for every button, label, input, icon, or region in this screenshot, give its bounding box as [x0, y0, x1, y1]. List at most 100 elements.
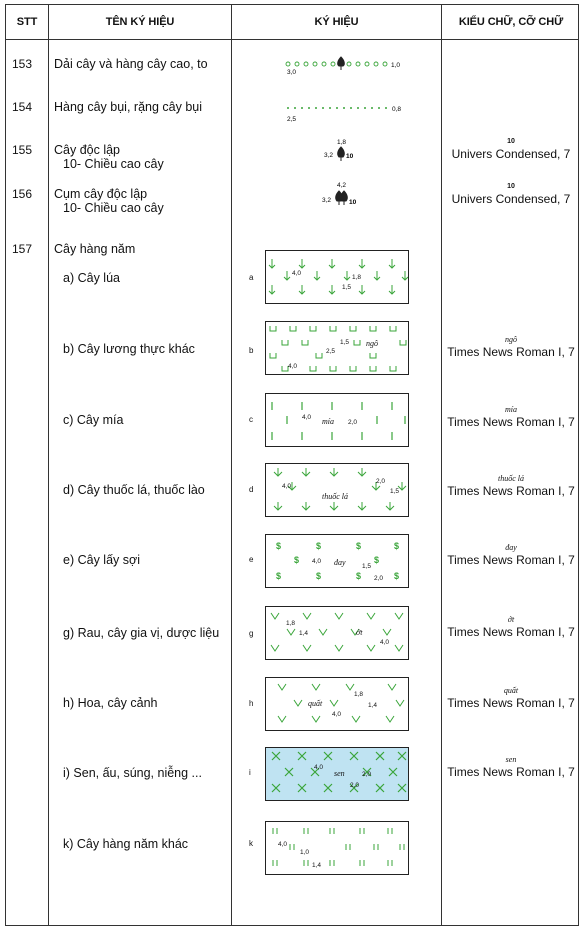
dim-label: 10 — [346, 153, 354, 160]
font-spec: đay Times News Roman I, 7 — [442, 543, 580, 567]
svg-text:$: $ — [356, 571, 361, 581]
dim-label: 0,8 — [392, 106, 401, 113]
dim-label: 2,5 — [326, 348, 335, 355]
dim-label: 1,4 — [368, 702, 377, 709]
dim-label: 1,8 — [286, 620, 295, 627]
dim-label: 2,0 — [362, 771, 371, 778]
dim-label: 1,4 — [312, 862, 321, 869]
font-spec: thuốc lá Times News Roman I, 7 — [442, 474, 580, 498]
dim-label: 4,0 — [288, 363, 297, 370]
header-font: KIỂU CHỮ, CỠ CHỮ — [458, 16, 564, 28]
row-name: Cây độc lập — [54, 143, 121, 157]
subrow-label: e) Cây lấy sợi — [63, 553, 140, 567]
font-spec: 10 Univers Condensed, 7 — [442, 182, 580, 206]
row-name: Hàng cây bụi, rặng cây bụi — [54, 100, 203, 114]
font-sample: sen — [505, 755, 517, 764]
flower-symbol: quất 1,8 1,4 4,0 — [265, 677, 409, 731]
svg-text:$: $ — [394, 541, 399, 551]
dim-label: 4,0 — [380, 639, 389, 646]
font-name: Univers Condensed, 7 — [451, 147, 571, 161]
row-number: 154 — [12, 100, 33, 114]
single-tree-symbol: 1,8 3,2 10 — [324, 139, 354, 161]
dim-label: 1,8 — [354, 691, 363, 698]
font-spec: sen Times News Roman I, 7 — [442, 755, 580, 779]
dim-label: 3,2 — [322, 197, 331, 204]
vegetable-symbol: ớt 1,8 1,4 4,0 — [265, 606, 409, 660]
sugarcane-symbol: mía 4,0 2,0 — [265, 393, 409, 447]
rice-symbol: 4,0 1,8 1,5 — [265, 250, 409, 304]
column-divider — [48, 5, 49, 925]
font-sample: 10 — [507, 183, 515, 190]
subrow-label: a) Cây lúa — [63, 271, 120, 285]
dim-label: 4,0 — [278, 841, 287, 848]
font-sample: 10 — [507, 138, 515, 145]
subrow-label: c) Cây mía — [63, 413, 124, 427]
dim-label: 1,0 — [300, 849, 309, 856]
dim-label: 4,0 — [332, 711, 341, 718]
header-stt: STT — [16, 16, 38, 28]
header-name: TÊN KÝ HIỆU — [105, 16, 175, 28]
symbol-text: ớt — [356, 628, 363, 637]
symbol-text: thuốc lá — [322, 492, 348, 501]
svg-text:$: $ — [356, 541, 361, 551]
font-spec: ngô Times News Roman I, 7 — [442, 335, 580, 359]
dim-label: 4,0 — [314, 764, 323, 771]
header-symbol: KÝ HIỆU — [314, 16, 359, 28]
subrow-label: d) Cây thuốc lá, thuốc lào — [63, 483, 205, 497]
shrub-row-symbol: 2,5 0,8 — [287, 106, 401, 123]
subrow-letter: c — [249, 415, 253, 424]
row-number: 155 — [12, 143, 33, 157]
tobacco-symbol: thuốc lá 4,0 2,0 1,5 — [265, 463, 409, 517]
dim-label: 2,0 — [374, 575, 383, 582]
row-subtitle: 10- Chiều cao cây — [63, 201, 164, 215]
subrow-letter: i — [249, 768, 251, 777]
symbol-text: sen — [334, 769, 345, 778]
row-name: Dải cây và hàng cây cao, to — [54, 57, 208, 71]
dim-label: 1,5 — [342, 284, 351, 291]
dim-label: 2,0 — [350, 782, 359, 789]
symbol-text: đay — [334, 558, 346, 567]
font-name: Times News Roman I, 7 — [447, 415, 575, 429]
font-name: Times News Roman I, 7 — [447, 625, 575, 639]
dim-label: 1,5 — [362, 563, 371, 570]
row-name: Cây hàng năm — [54, 242, 136, 256]
font-name: Times News Roman I, 7 — [447, 765, 575, 779]
dim-label: 3,2 — [324, 152, 333, 159]
column-divider — [231, 5, 232, 925]
svg-text:$: $ — [276, 571, 281, 581]
dim-label: 4,2 — [337, 182, 346, 189]
tree-cluster-symbol: 4,2 3,2 10 — [322, 182, 357, 206]
subrow-letter: a — [249, 273, 254, 282]
font-name: Times News Roman I, 7 — [447, 553, 575, 567]
font-sample: ớt — [507, 615, 515, 624]
dim-label: 1,0 — [391, 62, 400, 69]
subrow-letter: d — [249, 485, 254, 494]
dim-label: 3,0 — [287, 69, 296, 76]
dim-label: 4,0 — [292, 270, 301, 277]
row-subtitle: 10- Chiều cao cây — [63, 157, 164, 171]
dim-label: 4,0 — [282, 483, 291, 490]
subrow-letter: g — [249, 629, 254, 638]
subrow-letter: k — [249, 839, 253, 848]
font-sample: thuốc lá — [498, 474, 524, 483]
svg-text:$: $ — [394, 571, 399, 581]
dim-label: 1,5 — [390, 488, 399, 495]
font-sample: quất — [503, 686, 519, 695]
dim-label: 4,0 — [302, 414, 311, 421]
symbol-text: quất — [308, 699, 323, 708]
svg-text:$: $ — [276, 541, 281, 551]
font-sample: mía — [505, 405, 517, 414]
symbol-text: ngô — [366, 339, 378, 348]
svg-text:$: $ — [374, 555, 379, 565]
font-spec: 10 Univers Condensed, 7 — [442, 137, 580, 161]
subrow-label: g) Rau, cây gia vị, dược liệu — [63, 626, 220, 640]
column-divider — [441, 5, 442, 925]
subrow-label: k) Cây hàng năm khác — [63, 837, 189, 851]
row-name: Cụm cây độc lập — [54, 187, 148, 201]
row-number: 157 — [12, 242, 33, 256]
subrow-letter: h — [249, 699, 254, 708]
font-spec: mía Times News Roman I, 7 — [442, 405, 580, 429]
dim-label: 2,0 — [376, 478, 385, 485]
font-name: Times News Roman I, 7 — [447, 484, 575, 498]
font-name: Univers Condensed, 7 — [451, 192, 571, 206]
